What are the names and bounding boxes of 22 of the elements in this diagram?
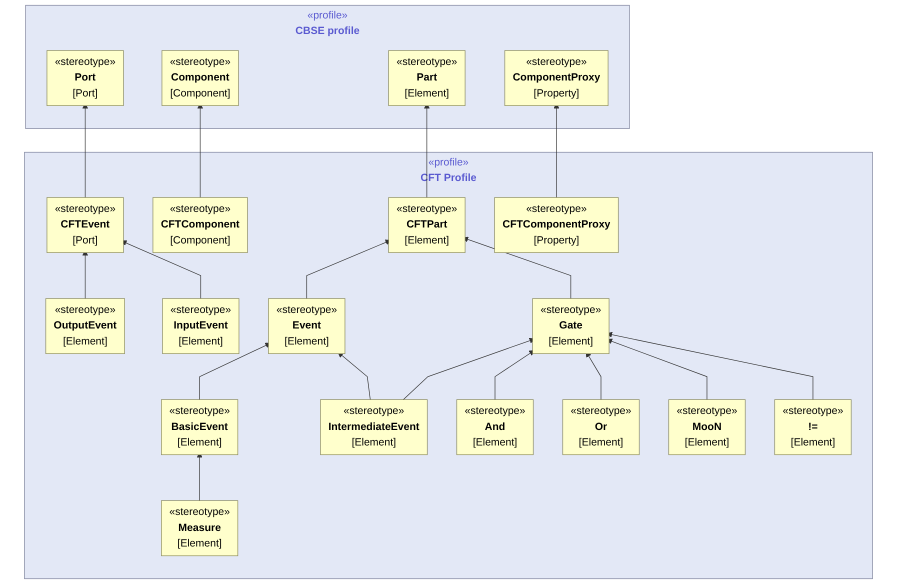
node-box: «stereotype» Part [Element] bbox=[388, 50, 466, 106]
node-box: «stereotype» And [Element] bbox=[456, 399, 534, 456]
node-box: «stereotype» BasicEvent [Element] bbox=[161, 399, 238, 456]
node-box: «stereotype» CFTComponentProxy [Property] bbox=[494, 197, 619, 253]
node-box: «stereotype» MooN [Element] bbox=[668, 399, 746, 456]
node-box: «stereotype» OutputEvent [Element] bbox=[45, 298, 125, 354]
node-box: «stereotype» != [Element] bbox=[774, 399, 852, 456]
node-box: «stereotype» Or [Element] bbox=[562, 399, 640, 456]
node-box: «stereotype» CFTPart [Element] bbox=[388, 197, 466, 253]
node-box: «stereotype» CFTEvent [Port] bbox=[46, 197, 124, 253]
arrow bbox=[494, 350, 535, 400]
node-box: «stereotype» Component [Component] bbox=[162, 50, 239, 106]
arrow bbox=[403, 338, 536, 400]
node-box: «stereotype» Event [Element] bbox=[268, 298, 346, 354]
arrow bbox=[338, 352, 371, 400]
node-box: «stereotype» Gate [Element] bbox=[532, 298, 610, 354]
node-box: «stereotype» InputEvent [Element] bbox=[162, 298, 240, 354]
node-box: «stereotype» IntermediateEvent [Element] bbox=[320, 399, 428, 456]
node-box: «stereotype» ComponentProxy [Property] bbox=[504, 50, 608, 106]
node-box: «stereotype» Port [Port] bbox=[46, 50, 124, 106]
node-box: «stereotype» CFTComponent [Component] bbox=[152, 197, 248, 253]
node-box: «stereotype» Measure [Element] bbox=[161, 500, 238, 556]
